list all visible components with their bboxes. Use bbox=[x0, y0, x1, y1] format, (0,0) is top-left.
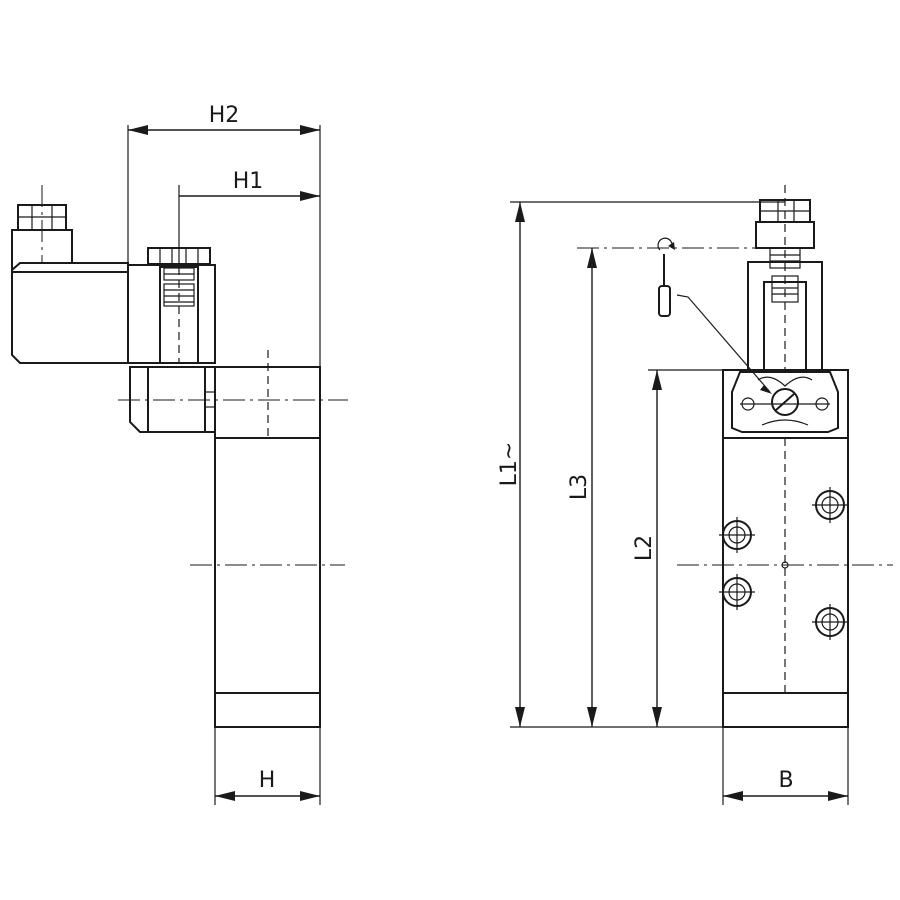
dimension-b: B bbox=[723, 768, 848, 801]
mounting-hole bbox=[812, 604, 848, 640]
dimension-label-l3: L3 bbox=[567, 474, 592, 500]
dimension-h1: H1 bbox=[179, 169, 320, 201]
dimension-l3: L3 bbox=[567, 248, 597, 727]
solenoid-coil bbox=[127, 247, 216, 364]
screwdriver-icon bbox=[657, 237, 772, 394]
valve-housing bbox=[129, 366, 216, 433]
dimension-l2: L2 bbox=[632, 370, 662, 727]
dimension-label-h: H bbox=[259, 768, 276, 793]
dimension-h2: H2 bbox=[128, 103, 320, 135]
dimension-label-l1: L1~ bbox=[497, 442, 522, 487]
dimension-label-h1: H1 bbox=[233, 169, 264, 194]
side-view: H2 H1 H bbox=[11, 103, 348, 805]
mounting-hole bbox=[719, 517, 755, 553]
dimension-l1: L1~ bbox=[497, 202, 525, 727]
solenoid-stack bbox=[747, 185, 823, 371]
dimension-h: H bbox=[215, 768, 320, 801]
mounting-hole bbox=[812, 487, 848, 523]
dimension-label-b: B bbox=[778, 768, 793, 793]
valve-cap bbox=[731, 371, 839, 433]
dimension-label-l2: L2 bbox=[632, 535, 657, 561]
connector-plug bbox=[11, 185, 129, 364]
front-view: L1~ L3 L2 B bbox=[497, 185, 893, 805]
mounting-hole bbox=[719, 574, 755, 610]
dimension-label-h2: H2 bbox=[209, 103, 240, 128]
